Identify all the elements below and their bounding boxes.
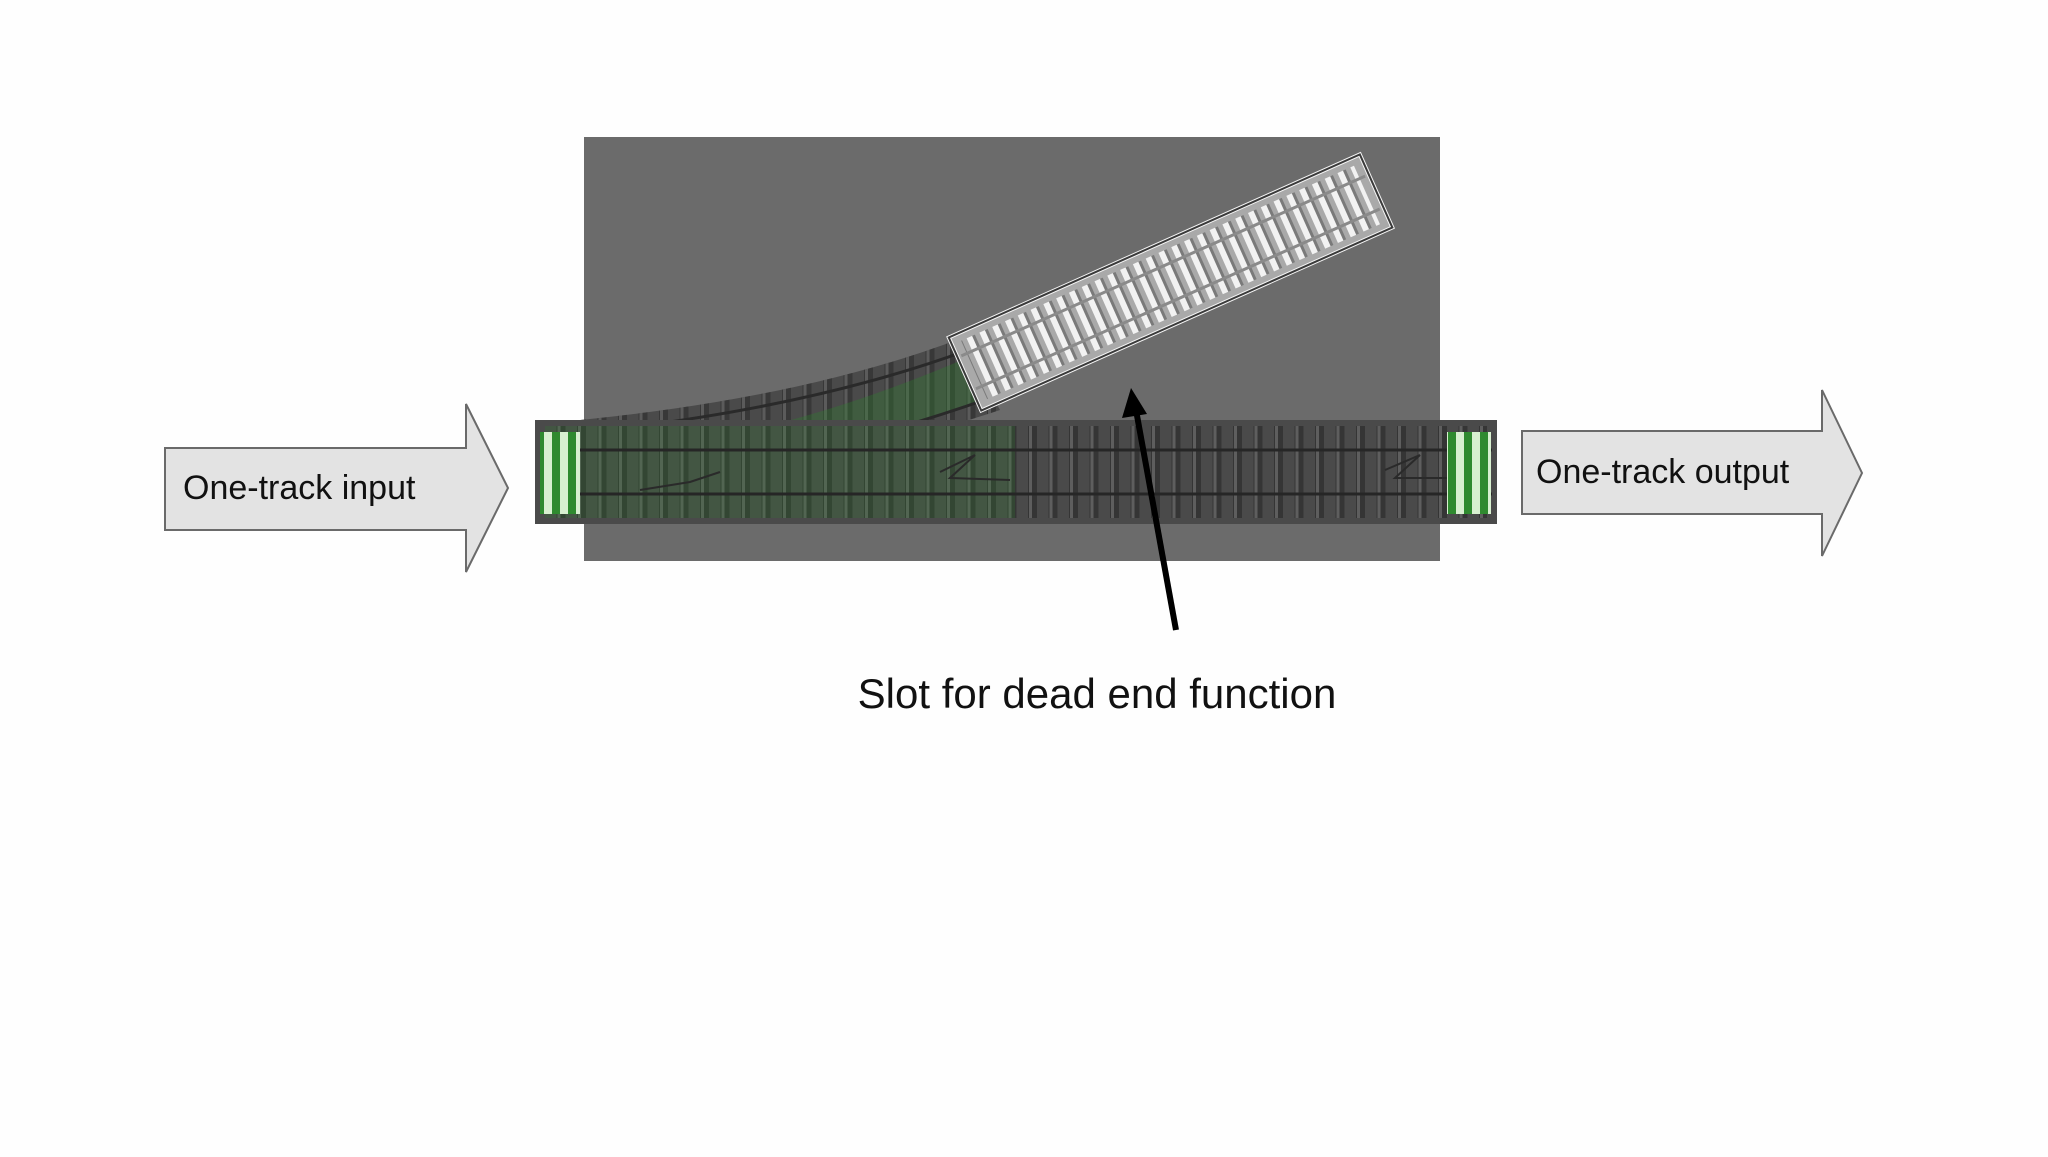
dead-end-slot-rail-lower <box>975 207 1381 391</box>
callout-label: Slot for dead end function <box>858 670 1337 717</box>
left-end-ties <box>540 432 580 514</box>
main-track-ties <box>545 426 1487 518</box>
rail-joiner-zigzag <box>639 471 721 491</box>
rail-joiner-zigzag <box>1384 454 1450 479</box>
output-arrow: One-track output <box>1521 389 1864 557</box>
callout-pointer <box>1122 388 1179 631</box>
dead-end-slot-rail-upper <box>960 174 1366 358</box>
rail-joiner-zigzag <box>939 454 1011 481</box>
main-track-green-tint <box>545 426 1015 518</box>
dead-end-slot <box>946 151 1396 414</box>
input-arrow-label: One-track input <box>183 469 416 507</box>
input-arrow-shape <box>164 403 510 573</box>
output-arrow-label: One-track output <box>1536 453 1790 491</box>
callout-pointer-head <box>1122 388 1147 418</box>
dead-end-slot-outline <box>947 153 1394 412</box>
callout-pointer-line <box>1133 409 1179 631</box>
output-arrow-shape <box>1521 389 1864 557</box>
main-track <box>535 420 1497 524</box>
right-end-ties <box>1447 432 1491 514</box>
dead-end-slot-ties <box>961 165 1380 400</box>
input-arrow: One-track input <box>164 403 510 573</box>
